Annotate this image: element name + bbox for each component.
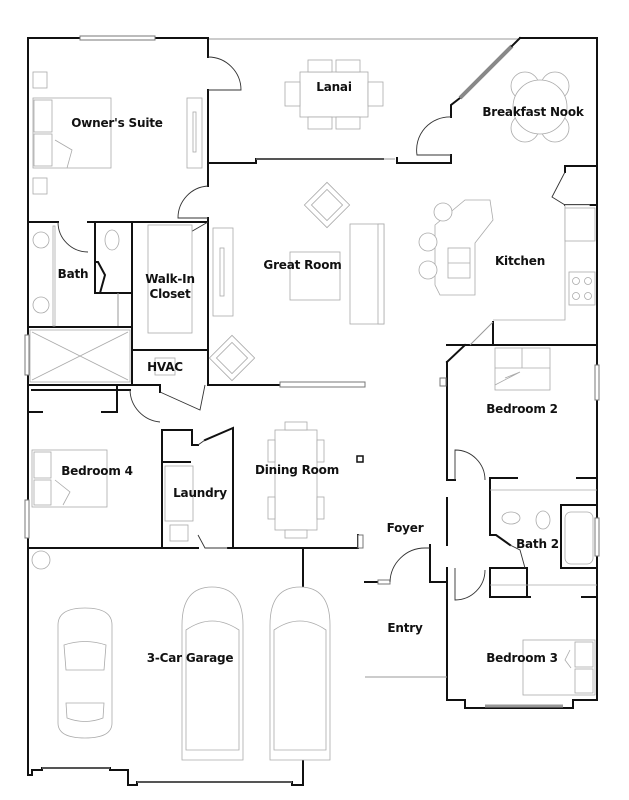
room-label-owners-suite: Owner's Suite bbox=[71, 116, 163, 130]
room-label-bedroom-4: Bedroom 4 bbox=[61, 464, 133, 478]
room-label-laundry: Laundry bbox=[173, 486, 227, 500]
room-label-bedroom-2: Bedroom 2 bbox=[486, 402, 558, 416]
room-label-garage: 3-Car Garage bbox=[146, 651, 234, 665]
walk-in-closet-line2: Closet bbox=[149, 287, 191, 301]
furniture bbox=[29, 59, 597, 761]
room-label-bath: Bath bbox=[57, 267, 89, 281]
interior-walls bbox=[27, 36, 598, 678]
room-label-lanai: Lanai bbox=[316, 80, 352, 94]
room-label-entry: Entry bbox=[387, 621, 423, 635]
room-label-hvac: HVAC bbox=[147, 360, 183, 374]
room-label-kitchen: Kitchen bbox=[494, 254, 546, 268]
walk-in-closet-line1: Walk-In bbox=[145, 272, 195, 286]
doors bbox=[57, 56, 566, 601]
room-label-bedroom-3: Bedroom 3 bbox=[486, 651, 558, 665]
room-label-dining-room: Dining Room bbox=[254, 463, 340, 477]
room-label-foyer: Foyer bbox=[386, 521, 424, 535]
room-label-walk-in-closet: Walk-In Closet bbox=[140, 272, 200, 302]
room-label-great-room: Great Room bbox=[263, 258, 342, 272]
room-label-breakfast-nook: Breakfast Nook bbox=[482, 105, 584, 119]
room-label-bath-2: Bath 2 bbox=[516, 537, 559, 551]
